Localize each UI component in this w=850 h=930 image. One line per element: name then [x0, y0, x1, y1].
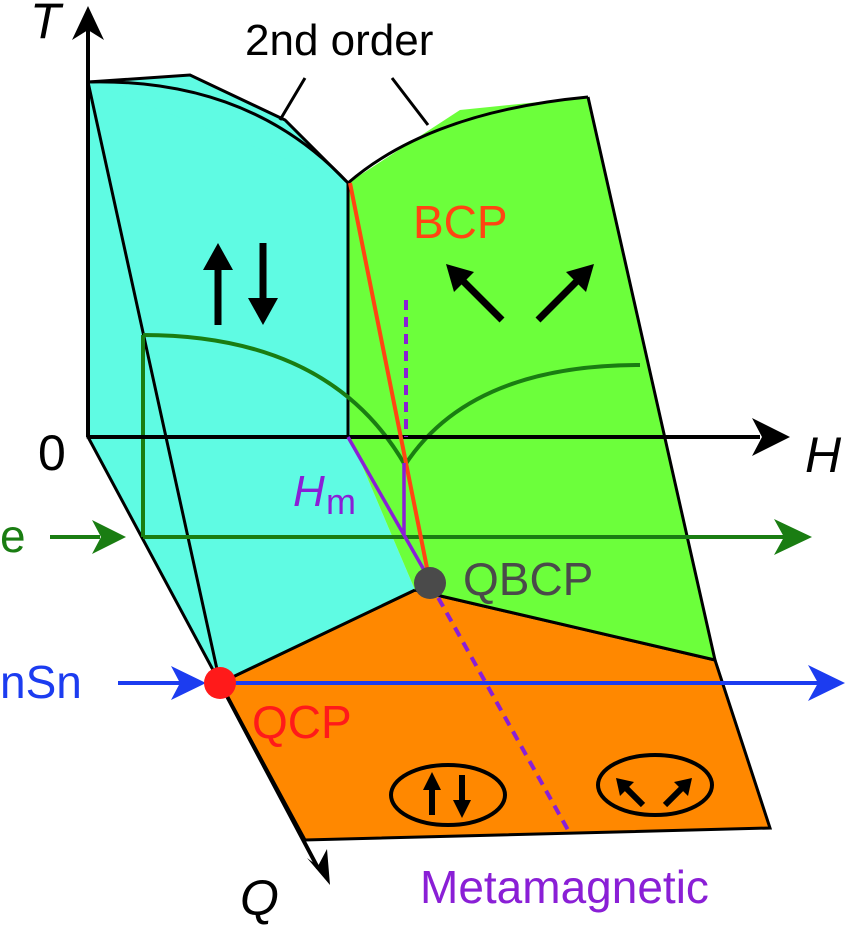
green-path-arrowhead	[774, 519, 812, 555]
q-axis	[218, 682, 320, 869]
t-axis-arrowhead	[72, 6, 104, 40]
qbcp-point	[414, 567, 446, 599]
qbcp-label: QBCP	[463, 553, 593, 605]
green-second-order-boundary	[347, 95, 589, 185]
blue-path-material-label: nSn	[0, 656, 82, 708]
ground-state-up-down-arrows-icon	[389, 763, 507, 827]
second-order-label: 2nd order	[245, 16, 433, 65]
second-order-leader-lines	[278, 77, 430, 126]
ground-state-canted-arrows-icon	[596, 753, 714, 817]
cyan-second-order-boundary	[87, 80, 350, 185]
h-axis-arrowhead	[752, 418, 790, 456]
green-phase-edges	[414, 96, 717, 663]
cyan-phase-edges	[86, 81, 416, 685]
metamagnetic-dashed-lower	[428, 582, 570, 831]
bcp-label: BCP	[413, 196, 508, 248]
h-axis-label: H	[805, 427, 842, 483]
t-axis-label: T	[30, 0, 64, 49]
blue-path-arrowhead	[808, 665, 845, 701]
q-axis-label: Q	[240, 870, 279, 926]
hm-label-sub: m	[326, 481, 356, 522]
qcp-point	[204, 667, 236, 699]
up-down-arrows-icon	[203, 243, 278, 325]
metamagnetic-label: Metamagnetic	[420, 861, 709, 913]
origin-label: 0	[38, 425, 66, 481]
canted-arrows-icon	[446, 264, 594, 323]
green-path-incoming-arrowhead	[92, 520, 126, 554]
cyan-phase-side-face	[88, 82, 415, 683]
hm-boundary-lines	[346, 436, 426, 571]
hm-label-main: H	[293, 467, 325, 516]
blue-path-incoming-arrowhead	[171, 666, 206, 700]
q-axis-arrowhead	[307, 849, 330, 885]
green-path-material-label: e	[0, 510, 26, 562]
qcp-label: QCP	[252, 696, 352, 748]
bcp-line	[348, 182, 432, 584]
